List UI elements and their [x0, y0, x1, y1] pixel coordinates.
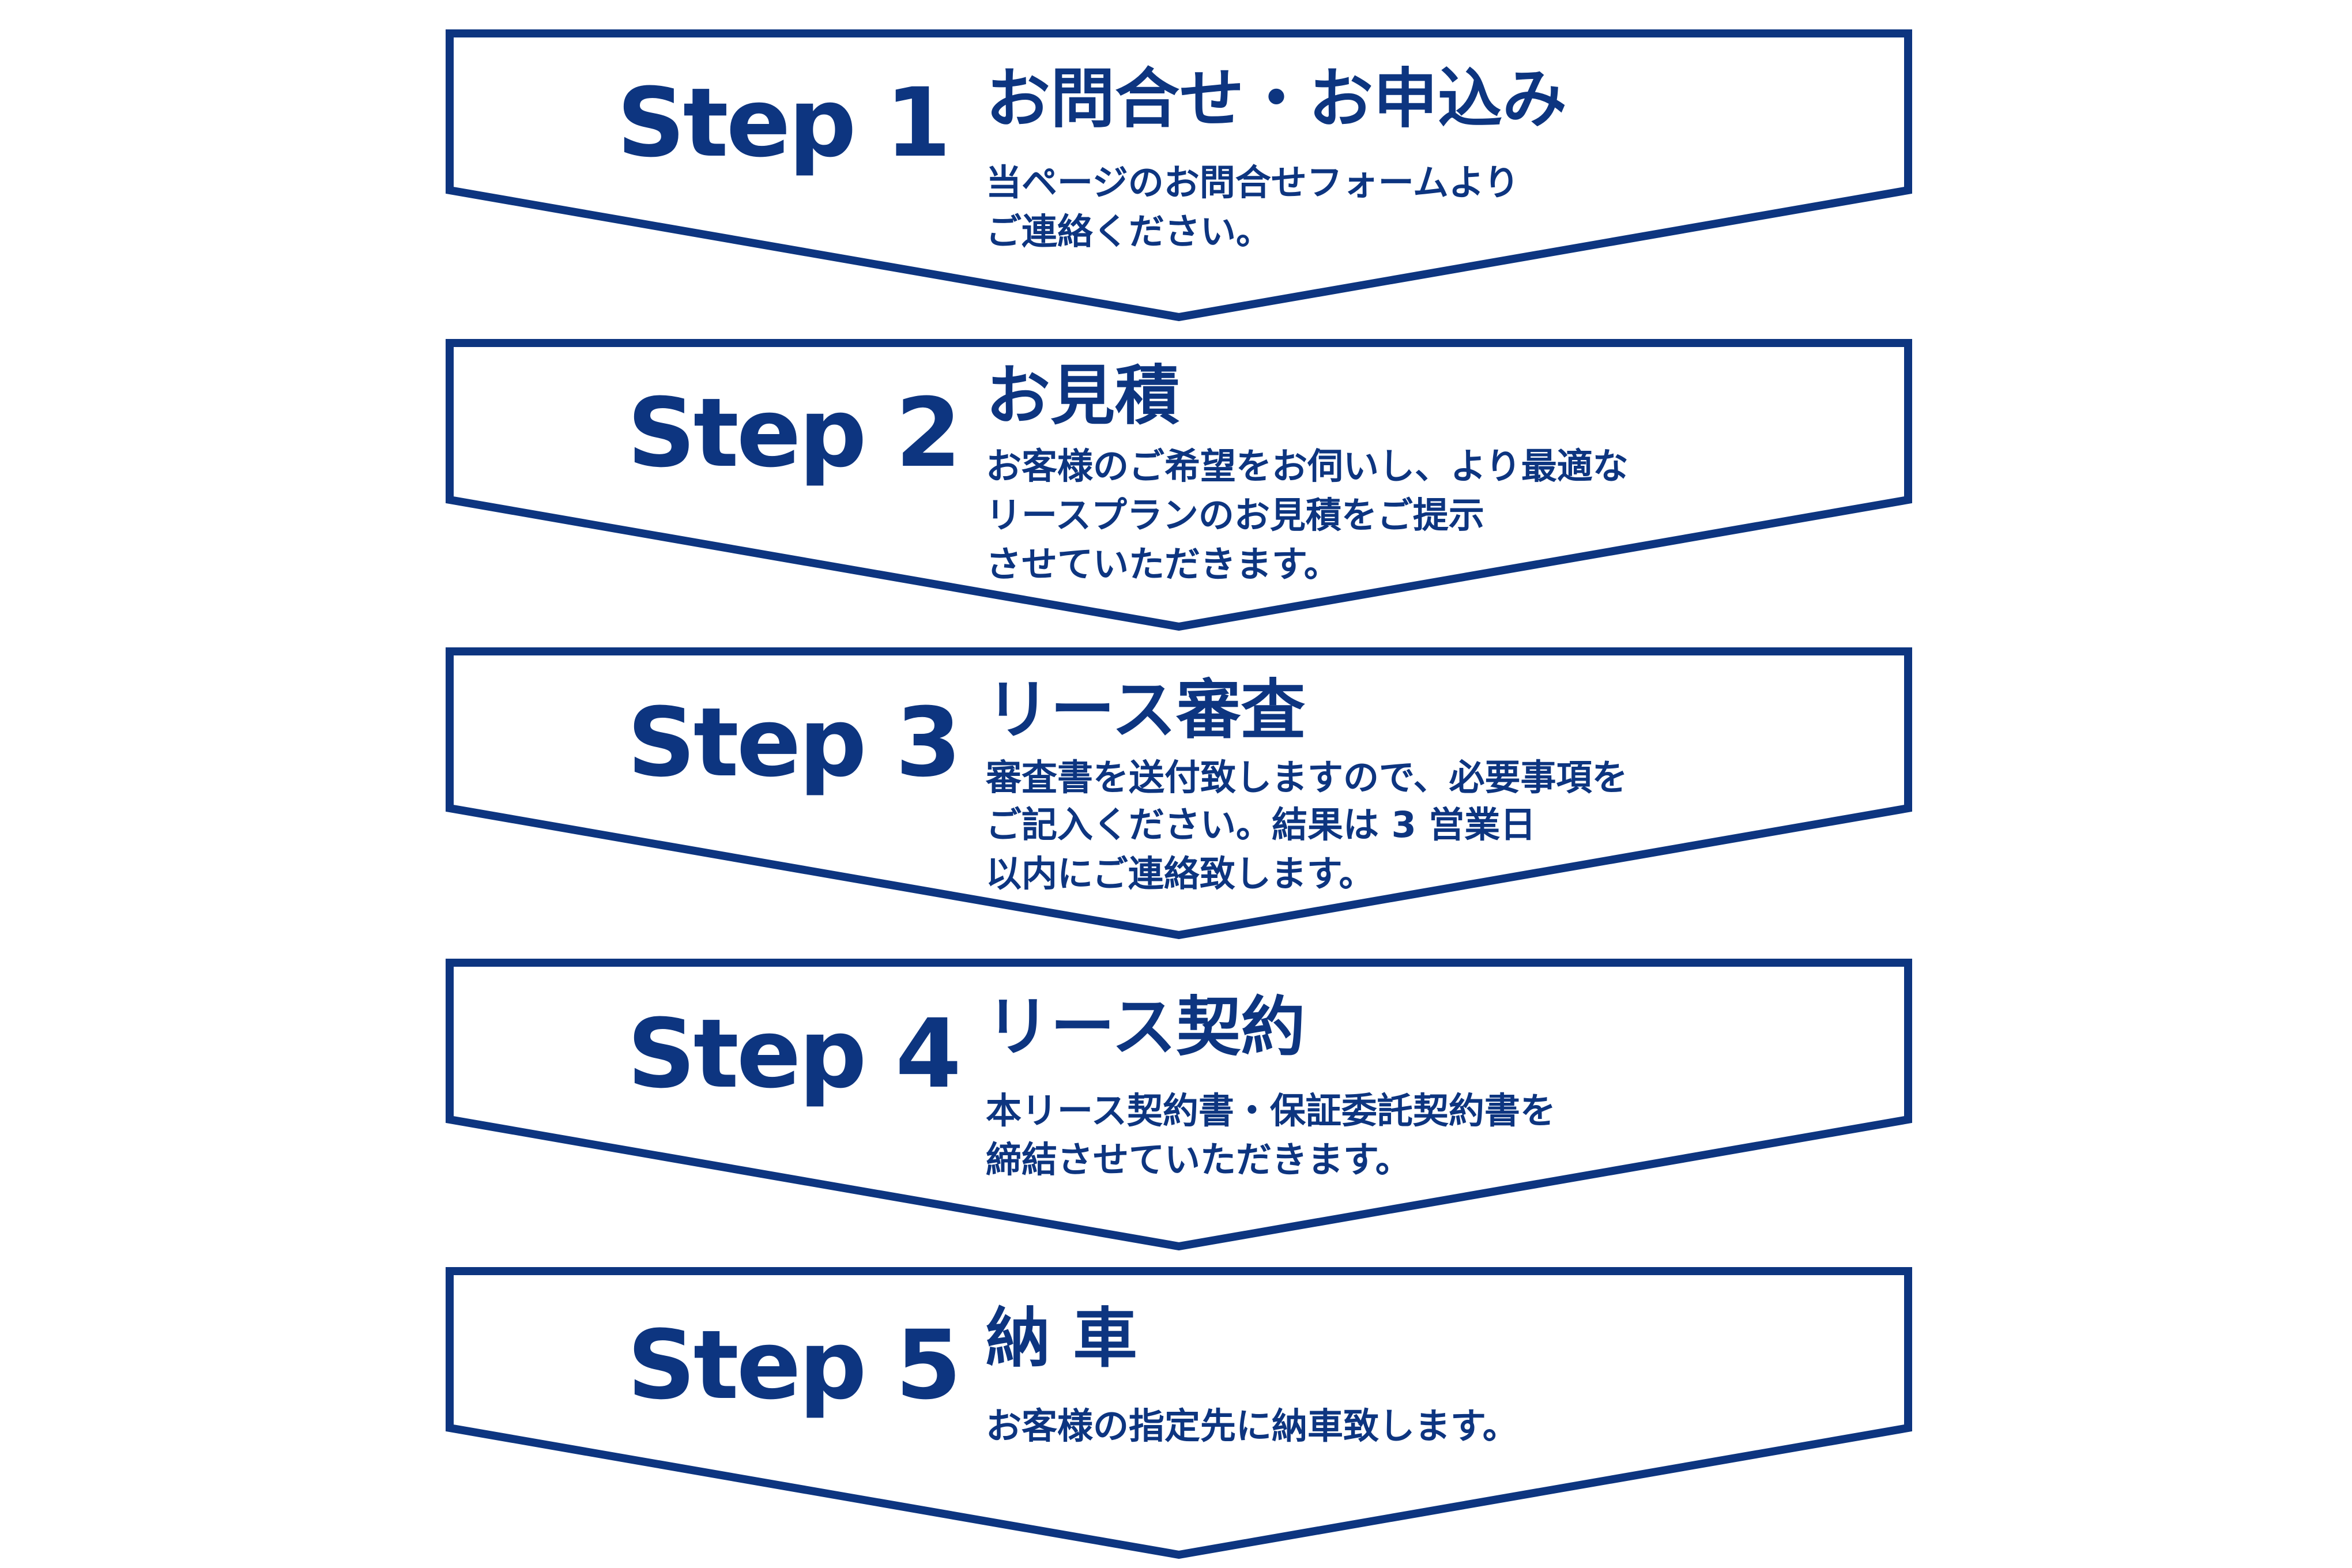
step-2-chevron: [446, 339, 1912, 631]
step-3-description-line-3: 以内にご連絡致します。: [986, 853, 1375, 895]
step-1-title: お問合せ・お申込み: [986, 62, 1567, 137]
step-2: Step 2 お見積 お客様のご希望をお伺いし、より最適な リースプランのお見積…: [446, 339, 1912, 631]
step-4: Step 4 リース契約 本リース契約書・保証委託契約書を 締結させていただきま…: [446, 959, 1912, 1251]
step-2-label: Step 2: [627, 378, 959, 488]
step-5: Step 5 納 車 お客様の指定先に納車致します。: [446, 1267, 1912, 1559]
step-4-title: リース契約: [986, 990, 1305, 1065]
step-1-description-line-2: ご連絡ください。: [986, 210, 1272, 252]
step-1-chevron: [446, 29, 1912, 322]
step-1-label: Step 1: [617, 67, 949, 178]
step-3-label: Step 3: [627, 687, 959, 798]
step-1: Step 1 お問合せ・お申込み 当ページのお問合せフォームより ご連絡ください…: [446, 29, 1912, 322]
step-4-label: Step 4: [627, 998, 959, 1109]
step-5-label: Step 5: [627, 1310, 959, 1420]
step-2-description-line-1: お客様のご希望をお伺いし、より最適な: [986, 445, 1629, 487]
step-1-description-line-1: 当ページのお問合せフォームより: [986, 161, 1520, 203]
step-3-description-line-1: 審査書を送付致しますので、必要事項を: [985, 756, 1628, 798]
step-3-chevron: [446, 647, 1912, 940]
step-3-description-line-2: ご記入ください。結果は 3 営業日: [986, 804, 1536, 846]
step-2-description-line-3: させていただきます。: [986, 543, 1340, 585]
step-4-description-line-1: 本リース契約書・保証委託契約書を: [986, 1090, 1556, 1132]
step-5-title: 納 車: [986, 1301, 1137, 1376]
step-4-description-line-2: 締結させていただきます。: [986, 1139, 1411, 1181]
step-5-chevron: [446, 1267, 1912, 1559]
step-3: Step 3 リース審査 審査書を送付致しますので、必要事項を ご記入ください。…: [446, 647, 1912, 940]
step-2-title: お見積: [986, 359, 1179, 434]
step-4-chevron: [446, 959, 1912, 1251]
step-3-title: リース審査: [986, 673, 1305, 748]
step-2-description-line-2: リースプランのお見積をご提示: [986, 494, 1484, 536]
step-5-description-line-1: お客様の指定先に納車致します。: [986, 1405, 1518, 1447]
